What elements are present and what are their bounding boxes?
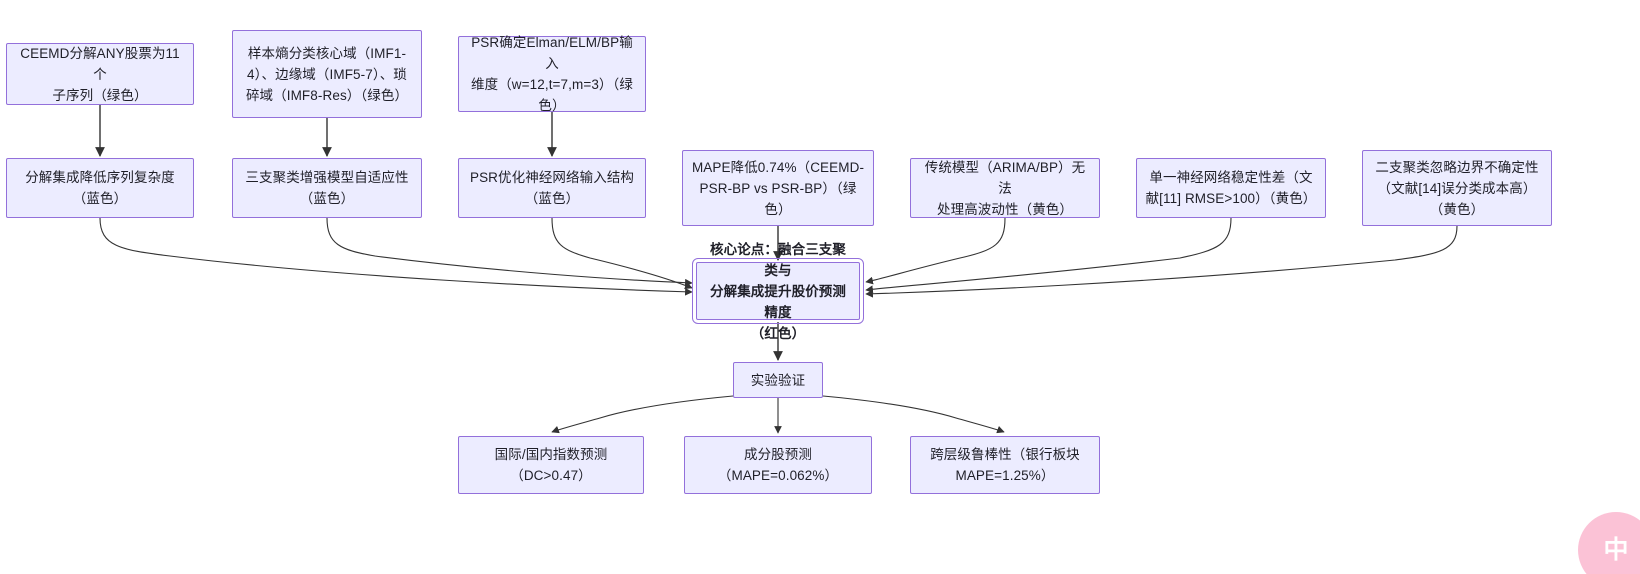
node-label: 传统模型（ARIMA/BP）无法 处理高波动性（黄色）: [924, 159, 1086, 217]
node-label: 核心论点：融合三支聚类与 分解集成提升股价预测精度 （红色）: [710, 241, 846, 341]
edge-exp-r3: [822, 395, 1005, 434]
node-n4[interactable]: 分解集成降低序列复杂度 （蓝色）: [6, 158, 194, 218]
watermark-text: 中: [1603, 535, 1629, 564]
node-n7[interactable]: MAPE降低0.74%（CEEMD- PSR-BP vs PSR-BP）（绿 色…: [682, 150, 874, 226]
node-label: CEEMD分解ANY股票为11个 子序列（绿色）: [20, 45, 180, 103]
edge-n8-core: [865, 217, 1006, 285]
node-label: 三支聚类增强模型自适应性 （蓝色）: [245, 170, 409, 206]
edge-n10-core: [865, 225, 1458, 298]
node-n8[interactable]: 传统模型（ARIMA/BP）无法 处理高波动性（黄色）: [910, 158, 1100, 218]
node-label: MAPE降低0.74%（CEEMD- PSR-BP vs PSR-BP）（绿 色…: [691, 159, 865, 217]
node-label: 实验验证: [750, 372, 806, 388]
node-r2[interactable]: 成分股预测 （MAPE=0.062%）: [684, 436, 872, 494]
node-n10[interactable]: 二支聚类忽略边界不确定性 （文献[14]误分类成本高） （黄色）: [1362, 150, 1552, 226]
node-r3[interactable]: 跨层级鲁棒性（银行板块 MAPE=1.25%）: [910, 436, 1100, 494]
edge-n6-core: [551, 217, 693, 290]
node-label: 分解集成降低序列复杂度 （蓝色）: [25, 170, 175, 206]
node-exp[interactable]: 实验验证: [733, 362, 823, 398]
node-label: 成分股预测 （MAPE=0.062%）: [717, 447, 839, 483]
node-n5[interactable]: 三支聚类增强模型自适应性 （蓝色）: [232, 158, 422, 218]
node-label: 单一神经网络稳定性差（文 献[11] RMSE>100）（黄色）: [1145, 170, 1317, 206]
node-core[interactable]: 核心论点：融合三支聚类与 分解集成提升股价预测精度 （红色）: [692, 242, 864, 341]
node-label: PSR确定Elman/ELM/BP输入 维度（w=12,t=7,m=3）（绿 色…: [471, 35, 633, 113]
node-label: 国际/国内指数预测 （DC>0.47）: [494, 447, 608, 483]
node-n9[interactable]: 单一神经网络稳定性差（文 献[11] RMSE>100）（黄色）: [1136, 158, 1326, 218]
node-n3[interactable]: PSR确定Elman/ELM/BP输入 维度（w=12,t=7,m=3）（绿 色…: [458, 35, 646, 113]
node-r1[interactable]: 国际/国内指数预测 （DC>0.47）: [458, 436, 644, 494]
watermark-badge: 中: [1578, 512, 1640, 574]
edge-exp-r1: [551, 395, 734, 434]
node-label: 二支聚类忽略边界不确定性 （文献[14]误分类成本高） （黄色）: [1375, 159, 1539, 217]
node-n2[interactable]: 样本熵分类核心域（IMF1- 4）、边缘域（IMF5-7）、琐 碎域（IMF8-…: [232, 30, 422, 118]
node-label: 样本熵分类核心域（IMF1- 4）、边缘域（IMF5-7）、琐 碎域（IMF8-…: [245, 45, 409, 103]
edge-n5-core: [326, 217, 693, 287]
edge-n9-core: [865, 217, 1232, 294]
edge-n4-core: [99, 217, 693, 296]
node-label: 跨层级鲁棒性（银行板块 MAPE=1.25%）: [930, 447, 1080, 483]
node-n6[interactable]: PSR优化神经网络输入结构 （蓝色）: [458, 158, 646, 218]
node-n1[interactable]: CEEMD分解ANY股票为11个 子序列（绿色）: [6, 43, 194, 105]
node-label: PSR优化神经网络输入结构 （蓝色）: [469, 170, 635, 206]
